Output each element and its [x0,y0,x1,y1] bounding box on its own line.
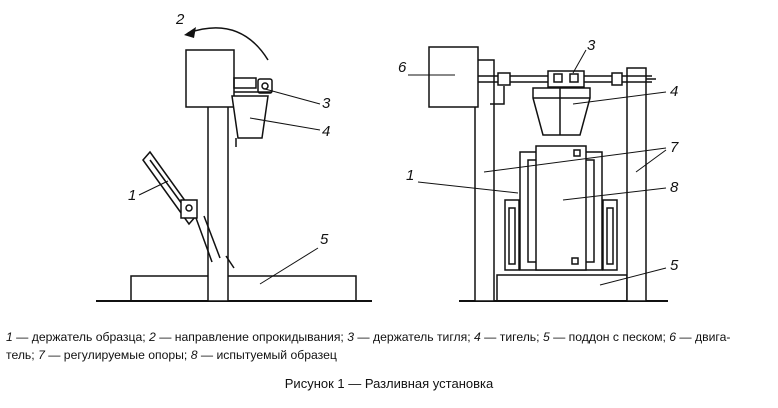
legend-num: 1 [6,330,13,344]
legend-num: 7 [38,348,45,362]
left-view [96,27,372,302]
legend-text: — держатель образца; [12,330,150,344]
legend-num: 3 [347,330,354,344]
legend-text: — держатель тигля; [354,330,475,344]
legend-text: — поддон с песком; [549,330,670,344]
right-support-right [626,67,647,302]
right-view [408,46,668,302]
right-motor-box [428,46,479,108]
legend-text: — двига- [676,330,731,344]
left-crucible-holder [233,77,257,89]
left-specimen-holder [142,150,235,269]
label-left-2: 2 [175,11,185,28]
legend-num: 4 [474,330,481,344]
label-left-3: 3 [322,95,331,112]
legend-line-1: 1 — держатель образца; 2 — направление о… [6,328,772,346]
left-motor-box [185,49,235,108]
label-right-3: 3 [587,37,596,54]
label-left-5: 5 [320,231,329,248]
legend-text: — тигель; [480,330,543,344]
figure-legend: 1 — держатель образца; 2 — направление о… [6,328,772,364]
right-crucible [532,87,591,136]
legend-text: тель; [6,348,39,362]
left-crucible [231,95,269,139]
label-left-4: 4 [322,123,330,140]
legend-text: — регулируемые опоры; [44,348,191,362]
label-left-1: 1 [128,187,136,204]
left-column [207,104,229,302]
legend-text: — испытуемый образец [197,348,337,362]
label-right-7: 7 [670,139,679,156]
figure-caption: Рисунок 1 — Разливная установка [284,376,494,391]
label-right-1: 1 [406,167,414,184]
left-sand-tray [130,275,357,302]
legend-num: 6 [669,330,677,344]
label-right-5: 5 [670,257,679,274]
right-specimen [535,145,587,271]
legend-text: — направление опрокидывания; [155,330,348,344]
right-support-left [474,59,495,302]
right-sand-tray [496,274,628,302]
legend-num: 2 [149,330,156,344]
installation-drawing: 2 3 4 1 5 6 3 4 7 1 8 5 [96,11,679,302]
tilt-direction-arrow [187,27,269,61]
right-crucible-holder [547,70,585,88]
label-right-8: 8 [670,179,679,196]
legend-line-2: тель; 7 — регулируемые опоры; 8 — испыту… [6,346,772,364]
label-right-4: 4 [670,83,678,100]
legend-num: 5 [542,330,550,344]
label-right-6: 6 [398,59,407,76]
legend-num: 8 [190,348,198,362]
